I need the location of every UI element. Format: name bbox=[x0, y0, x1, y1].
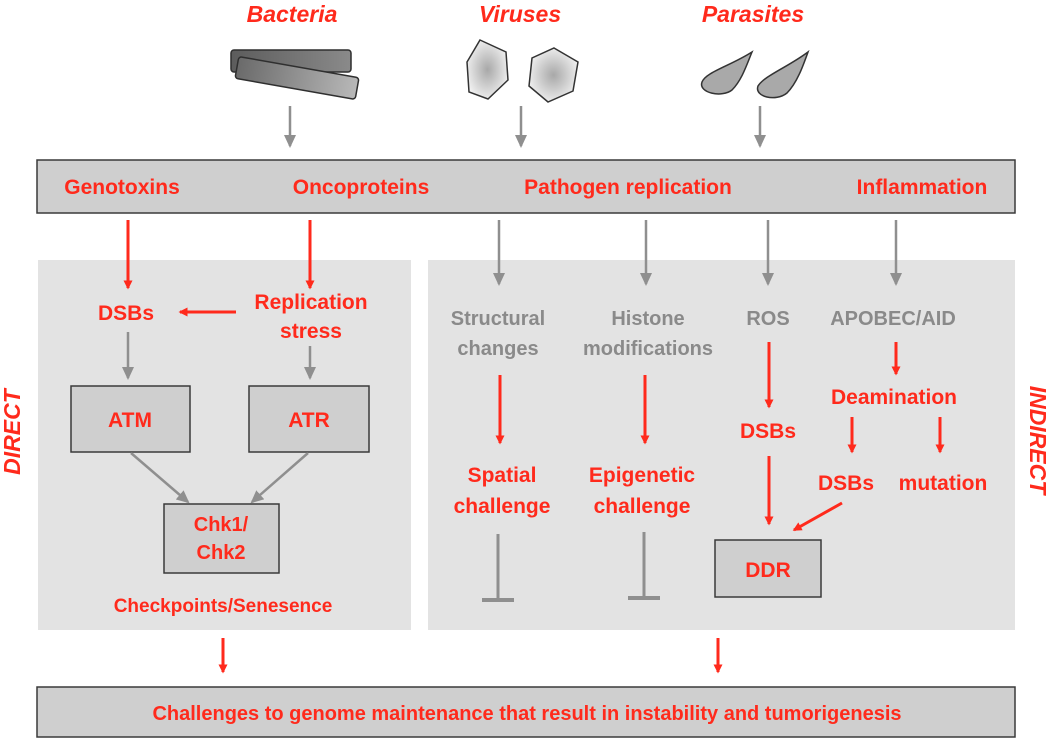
chk-label-line1: Chk1/ bbox=[194, 514, 249, 536]
arrow-deam-dsbs-to-ddr bbox=[792, 501, 843, 532]
apobec-label: APOBEC/AID bbox=[830, 308, 956, 330]
histone-modifications-line1: Histone bbox=[611, 308, 684, 330]
pathogen-label-viruses: Viruses bbox=[479, 1, 561, 27]
chk-box bbox=[163, 503, 280, 574]
direct-side-label: DIRECT bbox=[0, 387, 25, 475]
mutation-label: mutation bbox=[899, 472, 988, 495]
pathogen-label-bacteria: Bacteria bbox=[247, 1, 338, 27]
chk-label-line2: Chk2 bbox=[197, 542, 246, 564]
direct-dsbs: DSBs bbox=[98, 302, 154, 325]
inhibit-bar-epigenetic bbox=[628, 532, 660, 600]
mechanism-oncoproteins: Oncoproteins bbox=[293, 176, 430, 199]
parasite-icon bbox=[700, 49, 810, 99]
structural-changes-line2: changes bbox=[457, 338, 538, 360]
mechanism-bar bbox=[36, 159, 1016, 214]
inhibit-bar-spatial bbox=[482, 534, 514, 602]
indirect-side-label: INDIRECT bbox=[1025, 386, 1050, 497]
epigenetic-challenge-line1: Epigenetic bbox=[589, 464, 696, 487]
deamination-dsbs-label: DSBs bbox=[818, 472, 874, 495]
atm-label: ATM bbox=[108, 409, 152, 432]
mechanism-inflammation: Inflammation bbox=[857, 176, 988, 199]
arrow-atm-to-chk bbox=[130, 452, 190, 504]
replication-stress-line2: stress bbox=[280, 320, 342, 343]
atm-box bbox=[70, 385, 191, 453]
deamination-label: Deamination bbox=[831, 386, 957, 409]
checkpoints-senescence-label: Checkpoints/Senesence bbox=[114, 596, 333, 617]
virus-icon bbox=[466, 39, 579, 103]
bacteria-icon bbox=[230, 49, 360, 100]
histone-modifications-line2: modifications bbox=[583, 338, 713, 360]
mechanism-pathogen-replication: Pathogen replication bbox=[524, 176, 732, 199]
outcome-bar bbox=[36, 686, 1016, 738]
replication-stress-line1: Replication bbox=[254, 291, 367, 314]
atr-box bbox=[248, 385, 370, 453]
structural-changes-line1: Structural bbox=[451, 308, 545, 330]
pathogen-label-parasites: Parasites bbox=[702, 1, 804, 27]
ros-label: ROS bbox=[746, 308, 789, 330]
arrow-atr-to-chk bbox=[250, 452, 309, 504]
epigenetic-challenge-line2: challenge bbox=[594, 495, 691, 518]
ddr-box bbox=[714, 539, 822, 598]
ddr-label: DDR bbox=[745, 559, 791, 582]
ros-dsbs-label: DSBs bbox=[740, 420, 796, 443]
spatial-challenge-line2: challenge bbox=[454, 495, 551, 518]
outcome-label: Challenges to genome maintenance that re… bbox=[152, 703, 901, 725]
atr-label: ATR bbox=[288, 409, 330, 432]
mechanism-genotoxins: Genotoxins bbox=[64, 176, 180, 199]
spatial-challenge-line1: Spatial bbox=[468, 464, 537, 487]
